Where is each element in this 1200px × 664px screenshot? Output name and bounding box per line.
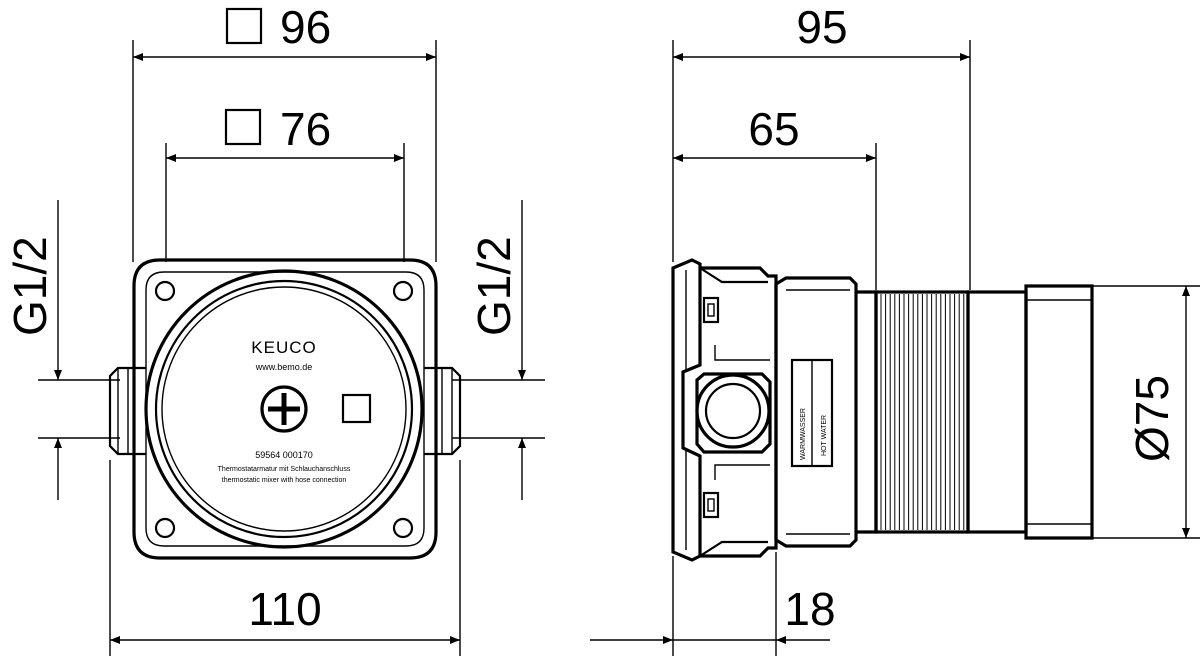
dim-label-diameter: Ø75	[1126, 375, 1178, 462]
smooth-sleeve	[966, 290, 1028, 534]
dim-18: 18	[590, 552, 836, 656]
dim-thread-left: G1/2	[4, 200, 120, 500]
end-cap	[1024, 284, 1094, 540]
dim-label-110: 110	[248, 583, 321, 635]
dim-square-96: 96	[132, 1, 437, 262]
dim-diameter-75: Ø75	[1092, 285, 1200, 539]
label-warmwasser: WARMWASSER	[800, 408, 807, 460]
dim-65: 65	[673, 103, 877, 290]
dim-label-65: 65	[748, 103, 799, 155]
mounting-hole	[392, 280, 414, 302]
side-housing	[700, 266, 778, 558]
part-number: 59564 000170	[255, 450, 313, 460]
mounting-hole	[154, 517, 176, 539]
dim-thread-right: G1/2	[452, 200, 545, 500]
screw-icon	[260, 385, 308, 433]
thread-label-right: G1/2	[468, 236, 520, 336]
ribbed-sleeve	[874, 290, 970, 534]
connection-nut	[695, 372, 772, 454]
dim-label-76: 76	[280, 103, 331, 155]
description-german: Thermostatarmatur mit Schlauchanschluss	[218, 466, 351, 473]
label-collar	[774, 276, 858, 548]
right-connection	[424, 366, 462, 456]
brand-logo: KEUCO	[251, 338, 316, 357]
square-symbol	[224, 108, 262, 146]
square-symbol	[225, 7, 263, 45]
mounting-plate	[132, 258, 438, 560]
front-view: 96 76	[4, 1, 545, 656]
dim-square-76: 76	[165, 103, 405, 262]
flange-clip	[702, 296, 720, 324]
valve-body-outer	[144, 269, 424, 549]
side-flange	[671, 258, 702, 562]
dim-label-96: 96	[280, 1, 331, 53]
dim-95: 95	[672, 1, 971, 290]
mounting-hole	[154, 280, 176, 302]
dim-label-18: 18	[784, 583, 835, 635]
website-label: www.bemo.de	[255, 362, 313, 372]
square-marker	[341, 393, 372, 424]
side-view: 95 65	[590, 1, 1200, 656]
label-hot-water: HOT WATER	[821, 415, 828, 456]
thread-label-left: G1/2	[4, 236, 56, 336]
flange-clip	[702, 491, 720, 519]
mounting-hole	[392, 517, 414, 539]
left-connection	[108, 366, 146, 456]
dim-110: 110	[109, 460, 461, 656]
dim-label-95: 95	[796, 1, 847, 53]
description-english: thermostatic mixer with hose connection	[222, 477, 347, 484]
valve-body-inner	[154, 279, 414, 539]
